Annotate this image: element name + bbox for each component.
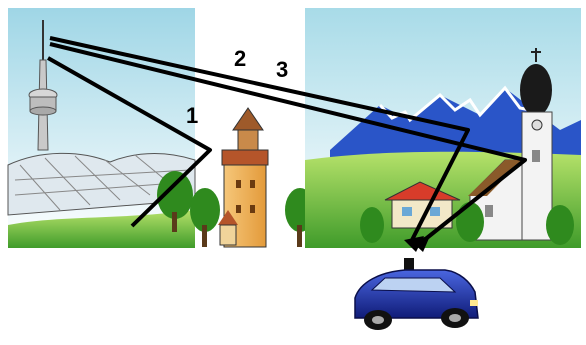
signal-path-2 <box>49 36 470 241</box>
signal-path-1 <box>47 56 212 228</box>
label-path-2: 2 <box>234 46 246 71</box>
left-grass <box>8 210 195 248</box>
tv-tower <box>28 20 58 151</box>
signal-paths <box>47 36 527 247</box>
left-trees <box>157 171 193 232</box>
left-scene <box>7 8 196 248</box>
house <box>384 181 461 229</box>
tree-middle <box>190 188 220 232</box>
signal-path-3 <box>49 42 527 247</box>
right-scene <box>305 8 581 248</box>
arrowhead-3 <box>410 236 430 252</box>
label-path-1: 1 <box>186 103 198 128</box>
middle-tower <box>190 107 315 248</box>
right-trees <box>360 202 574 245</box>
arrowheads <box>404 236 430 252</box>
label-path-3: 3 <box>276 57 288 82</box>
car <box>354 258 479 330</box>
car-antenna <box>404 258 414 274</box>
